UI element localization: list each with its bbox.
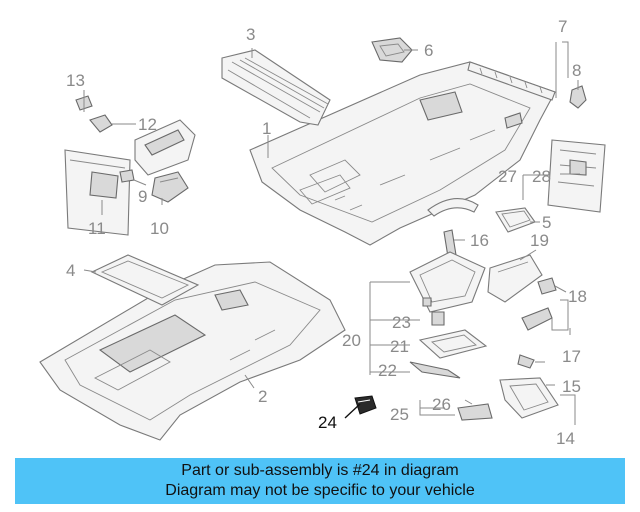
small-parts-23 <box>422 297 445 326</box>
callout-13: 13 <box>66 71 85 90</box>
callout-6: 6 <box>424 41 433 60</box>
lamp-lens-part <box>495 207 536 233</box>
callout-1: 1 <box>262 119 271 138</box>
callout-19: 19 <box>530 231 549 250</box>
part-24-highlight <box>354 395 377 415</box>
map-lamp-14 <box>499 377 559 419</box>
callout-9: 9 <box>138 187 147 206</box>
callout-27: 27 <box>498 167 517 186</box>
grab-handle-part <box>427 198 479 258</box>
cover-22 <box>409 361 461 379</box>
headliner-lower <box>39 261 346 441</box>
callout-24: 24 <box>318 413 337 432</box>
callout-23: 23 <box>392 313 411 332</box>
clip-part-8 <box>569 85 587 109</box>
callout-26: 26 <box>432 395 451 414</box>
bulb-15 <box>517 354 535 369</box>
overhead-console-part <box>409 251 486 313</box>
callout-15: 15 <box>562 377 581 396</box>
callout-17: 17 <box>562 347 581 366</box>
callout-12: 12 <box>138 115 157 134</box>
bracket-26 <box>457 403 493 421</box>
sunroof-frame-part <box>90 254 200 306</box>
callout-14: 14 <box>556 429 575 448</box>
callout-2: 2 <box>258 387 267 406</box>
console-lamp-part <box>547 139 606 213</box>
callout-16: 16 <box>470 231 489 250</box>
visor-bracket-part <box>151 171 189 203</box>
callout-22: 22 <box>378 361 397 380</box>
callout-28: 28 <box>532 167 551 186</box>
callout-21: 21 <box>390 337 409 356</box>
callout-3: 3 <box>246 25 255 44</box>
callout-25: 25 <box>390 405 409 424</box>
callout-labels: 3 1 6 7 8 13 12 9 11 10 4 2 5 16 19 18 1… <box>66 17 587 448</box>
lens-part <box>371 37 413 63</box>
caption-line-1: Part or sub-assembly is #24 in diagram <box>181 462 459 479</box>
vanity-mirror-part <box>134 119 196 176</box>
trim-strip-part <box>467 61 556 101</box>
parts-diagram: 3 1 6 7 8 13 12 9 11 10 4 2 5 16 19 18 1… <box>39 17 606 448</box>
callout-5: 5 <box>542 213 551 232</box>
sun-visor-part <box>64 149 131 236</box>
callout-7: 7 <box>558 17 567 36</box>
callout-4: 4 <box>66 261 75 280</box>
console-bracket-19 <box>487 254 543 303</box>
caption-banner: Part or sub-assembly is #24 in diagram D… <box>15 458 625 504</box>
leader-lines <box>83 41 580 425</box>
callout-10: 10 <box>150 219 169 238</box>
callout-20: 20 <box>342 331 361 350</box>
callout-18: 18 <box>568 287 587 306</box>
callout-11: 11 <box>88 219 106 238</box>
callout-8: 8 <box>572 61 581 80</box>
sound-pad-part <box>221 49 331 126</box>
lens-21 <box>418 329 488 359</box>
caption-line-2: Diagram may not be specific to your vehi… <box>165 482 475 499</box>
